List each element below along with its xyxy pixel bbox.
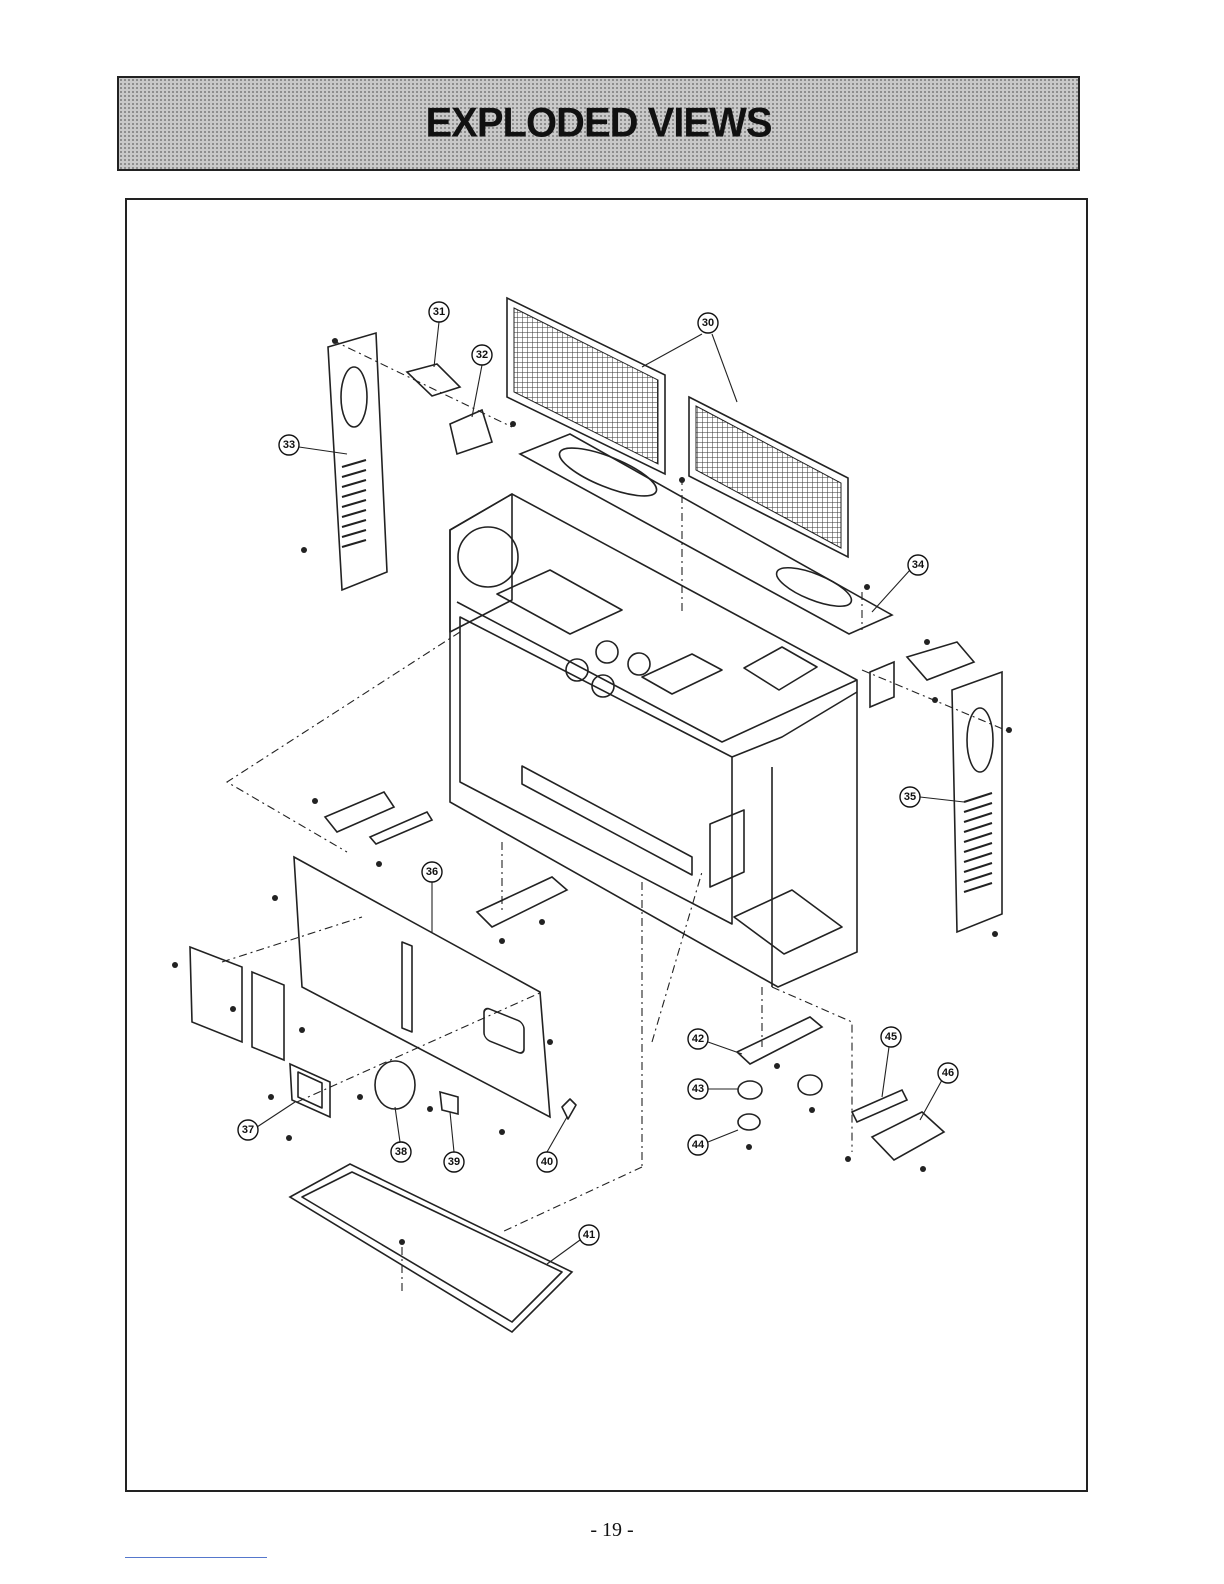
svg-text:44: 44 <box>692 1139 705 1151</box>
small-bracket <box>440 1092 458 1114</box>
callout-36: 36 <box>422 862 442 882</box>
rubber-foot <box>738 1075 822 1130</box>
callout-45: 45 <box>881 1027 901 1047</box>
svg-text:45: 45 <box>885 1031 897 1043</box>
callout-33: 33 <box>279 435 299 455</box>
callout-30: 30 <box>698 313 718 333</box>
callout-31: 31 <box>429 302 449 322</box>
callout-32: 32 <box>472 345 492 365</box>
svg-text:37: 37 <box>242 1124 254 1136</box>
callout-44: 44 <box>688 1135 708 1155</box>
svg-text:36: 36 <box>426 866 438 878</box>
footer-rule <box>125 1557 267 1558</box>
callout-34: 34 <box>908 555 928 575</box>
callout-40: 40 <box>537 1152 557 1172</box>
page-title: EXPLODED VIEWS <box>425 100 771 147</box>
callout-46: 46 <box>938 1063 958 1083</box>
page-number: - 19 - <box>0 1519 1224 1542</box>
svg-text:42: 42 <box>692 1033 704 1045</box>
svg-text:35: 35 <box>904 791 916 803</box>
svg-text:43: 43 <box>692 1083 704 1095</box>
svg-text:34: 34 <box>912 559 925 571</box>
control-knob <box>375 1061 415 1109</box>
svg-text:32: 32 <box>476 349 488 361</box>
callout-37: 37 <box>238 1120 258 1140</box>
bottom-tray <box>290 1164 572 1332</box>
header-banner: EXPLODED VIEWS <box>117 76 1080 171</box>
svg-text:40: 40 <box>541 1156 553 1168</box>
svg-text:46: 46 <box>942 1067 954 1079</box>
callout-42: 42 <box>688 1029 708 1049</box>
svg-text:41: 41 <box>583 1229 595 1241</box>
callout-35: 35 <box>900 787 920 807</box>
svg-text:33: 33 <box>283 439 295 451</box>
exploded-view-diagram: 30 31 32 33 34 35 36 37 38 39 40 41 42 4… <box>125 198 1088 1492</box>
callout-41: 41 <box>579 1225 599 1245</box>
svg-text:31: 31 <box>433 306 445 318</box>
mounting-bracket-set <box>325 792 432 844</box>
left-side-panel <box>328 333 387 590</box>
svg-text:30: 30 <box>702 317 714 329</box>
svg-text:38: 38 <box>395 1146 407 1158</box>
knob-frame <box>290 1064 330 1117</box>
clip <box>562 1099 576 1119</box>
label-plate <box>190 947 284 1060</box>
callout-38: 38 <box>391 1142 411 1162</box>
exploded-view-drawing: 30 31 32 33 34 35 36 37 38 39 40 41 42 4… <box>127 200 1090 1494</box>
callout-43: 43 <box>688 1079 708 1099</box>
svg-text:39: 39 <box>448 1156 460 1168</box>
callout-39: 39 <box>444 1152 464 1172</box>
